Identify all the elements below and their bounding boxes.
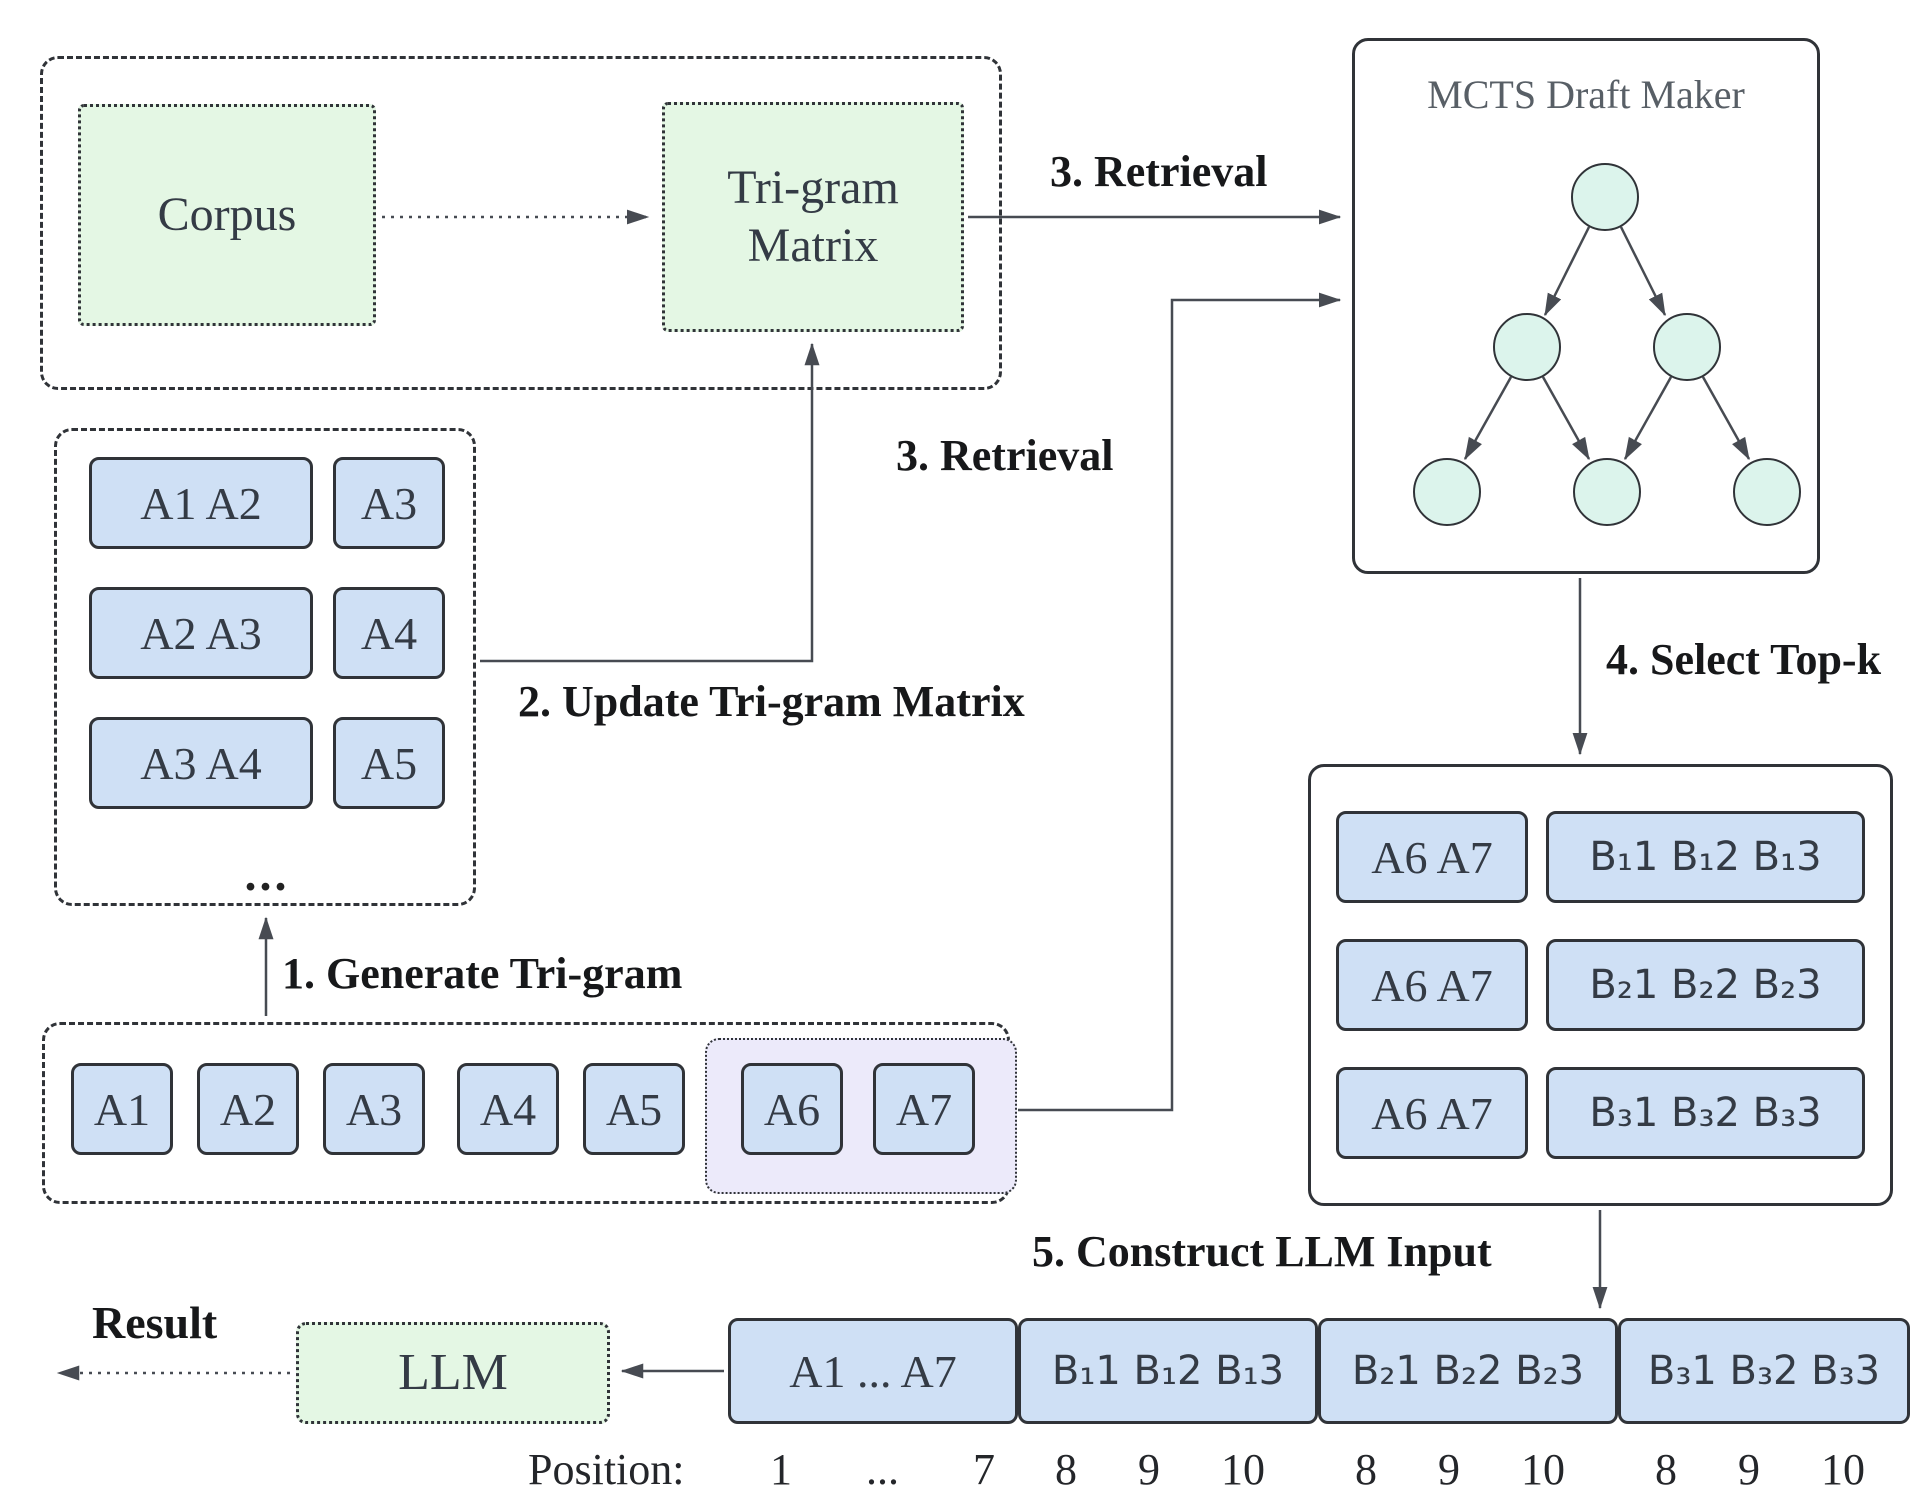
- draft-prefix-label: A6 A7: [1371, 831, 1493, 883]
- pair-row: A3 A4 A5: [89, 717, 473, 809]
- position-value: 9: [1138, 1445, 1160, 1494]
- corpus-label: Corpus: [157, 188, 297, 242]
- tree-mid-right-node: [1653, 313, 1721, 381]
- position-label: Position:: [528, 1445, 685, 1494]
- llm-box: LLM: [296, 1322, 610, 1424]
- position-value: 7: [973, 1445, 995, 1494]
- position-value: ...: [866, 1445, 899, 1494]
- draft-row: A6 A7 B₂1 B₂2 B₂3: [1336, 939, 1865, 1031]
- token-label: A2: [219, 1083, 277, 1135]
- token-label: A6: [763, 1083, 821, 1135]
- segment-label: B₁1 B₁2 B₁3: [1051, 1348, 1285, 1394]
- position-group-draft2: 8 9 10: [1355, 1444, 1565, 1495]
- pair-context-label: A1 A2: [140, 477, 262, 529]
- token-label: A5: [605, 1083, 663, 1135]
- pair-context-label: A2 A3: [140, 607, 262, 659]
- draft-row: A6 A7 B₁1 B₁2 B₁3: [1336, 811, 1865, 903]
- llm-input-segment-prompt: A1 ... A7: [728, 1318, 1018, 1424]
- token-label: A7: [895, 1083, 953, 1135]
- draft-prefix-box: A6 A7: [1336, 1067, 1528, 1159]
- token-box-a1: A1: [71, 1063, 173, 1155]
- segment-label: A1 ... A7: [789, 1345, 957, 1397]
- pair-next-box: A3: [333, 457, 445, 549]
- tree-leaf-left-node: [1413, 458, 1481, 526]
- token-box-a2: A2: [197, 1063, 299, 1155]
- construct-llm-input-label: 5. Construct LLM Input: [1032, 1227, 1492, 1276]
- tree-mid-left-node: [1493, 313, 1561, 381]
- llm-label: LLM: [398, 1343, 508, 1401]
- result-label: Result: [92, 1297, 218, 1348]
- draft-tokens-box: B₃1 B₃2 B₃3: [1546, 1067, 1865, 1159]
- retrieval-label-mid: 3. Retrieval: [896, 431, 1114, 480]
- position-value: 1: [770, 1445, 792, 1494]
- llm-input-segment-draft3: B₃1 B₃2 B₃3: [1618, 1318, 1910, 1424]
- draft-row: A6 A7 B₃1 B₃2 B₃3: [1336, 1067, 1865, 1159]
- draft-prefix-box: A6 A7: [1336, 939, 1528, 1031]
- draft-tokens-box: B₁1 B₁2 B₁3: [1546, 811, 1865, 903]
- draft-prefix-box: A6 A7: [1336, 811, 1528, 903]
- pair-row: A2 A3 A4: [89, 587, 473, 679]
- draft-tokens-label: B₃1 B₃2 B₃3: [1589, 1090, 1822, 1136]
- position-group-draft3: 8 9 10: [1655, 1444, 1865, 1495]
- pair-row: A1 A2 A3: [89, 457, 473, 549]
- pair-context-box: A2 A3: [89, 587, 313, 679]
- segment-label: B₂1 B₂2 B₂3: [1351, 1348, 1585, 1394]
- token-label: A3: [345, 1083, 403, 1135]
- pair-next-box: A5: [333, 717, 445, 809]
- token-label: A1: [93, 1083, 151, 1135]
- update-trigram-matrix-label: 2. Update Tri-gram Matrix: [518, 677, 1025, 726]
- position-group-prompt: 1 ... 7: [770, 1444, 995, 1495]
- tree-root-node: [1571, 163, 1639, 231]
- position-value: 9: [1738, 1445, 1760, 1494]
- draft-prefix-label: A6 A7: [1371, 959, 1493, 1011]
- token-box-a7: A7: [873, 1063, 975, 1155]
- pair-next-label: A4: [360, 607, 418, 659]
- pair-next-box: A4: [333, 587, 445, 679]
- token-sequence-group: A1 A2 A3 A4 A5 A6 A7: [42, 1022, 1017, 1204]
- token-box-a5: A5: [583, 1063, 685, 1155]
- tree-leaf-right-node: [1733, 458, 1801, 526]
- trigram-matrix-label: Tri-gram Matrix: [727, 161, 899, 272]
- pair-next-label: A5: [360, 737, 418, 789]
- token-box-a6: A6: [741, 1063, 843, 1155]
- token-label: A4: [479, 1083, 537, 1135]
- position-value: 10: [1521, 1445, 1565, 1494]
- position-value: 8: [1655, 1445, 1677, 1494]
- corpus-box: Corpus: [78, 104, 376, 326]
- position-value: 10: [1821, 1445, 1865, 1494]
- trigram-pairs-group: A1 A2 A3 A2 A3 A4 A3 A4 A5 ...: [54, 428, 476, 906]
- tree-leaf-middle-node: [1573, 458, 1641, 526]
- position-value: 9: [1438, 1445, 1460, 1494]
- draft-prefix-label: A6 A7: [1371, 1087, 1493, 1139]
- pair-context-box: A3 A4: [89, 717, 313, 809]
- pair-context-label: A3 A4: [140, 737, 262, 789]
- token-box-a4: A4: [457, 1063, 559, 1155]
- topk-drafts-box: A6 A7 B₁1 B₁2 B₁3 A6 A7 B₂1 B₂2 B₂3 A6 A…: [1308, 764, 1893, 1206]
- draft-tokens-box: B₂1 B₂2 B₂3: [1546, 939, 1865, 1031]
- position-value: 8: [1055, 1445, 1077, 1494]
- pairs-ellipsis: ...: [244, 848, 290, 901]
- pair-context-box: A1 A2: [89, 457, 313, 549]
- segment-label: B₃1 B₃2 B₃3: [1647, 1348, 1881, 1394]
- mcts-title: MCTS Draft Maker: [1427, 72, 1745, 117]
- position-value: 10: [1221, 1445, 1265, 1494]
- position-value: 8: [1355, 1445, 1377, 1494]
- generate-trigram-label: 1. Generate Tri-gram: [282, 949, 683, 998]
- retrieval-label-top: 3. Retrieval: [1050, 147, 1268, 196]
- trigram-matrix-box: Tri-gram Matrix: [662, 102, 964, 332]
- pair-next-label: A3: [360, 477, 418, 529]
- llm-input-segment-draft2: B₂1 B₂2 B₂3: [1318, 1318, 1618, 1424]
- llm-input-segment-draft1: B₁1 B₁2 B₁3: [1018, 1318, 1318, 1424]
- draft-tokens-label: B₂1 B₂2 B₂3: [1589, 962, 1822, 1008]
- draft-tokens-label: B₁1 B₁2 B₁3: [1589, 834, 1822, 880]
- token-box-a3: A3: [323, 1063, 425, 1155]
- select-topk-label: 4. Select Top-k: [1606, 635, 1882, 684]
- position-group-draft1: 8 9 10: [1055, 1444, 1265, 1495]
